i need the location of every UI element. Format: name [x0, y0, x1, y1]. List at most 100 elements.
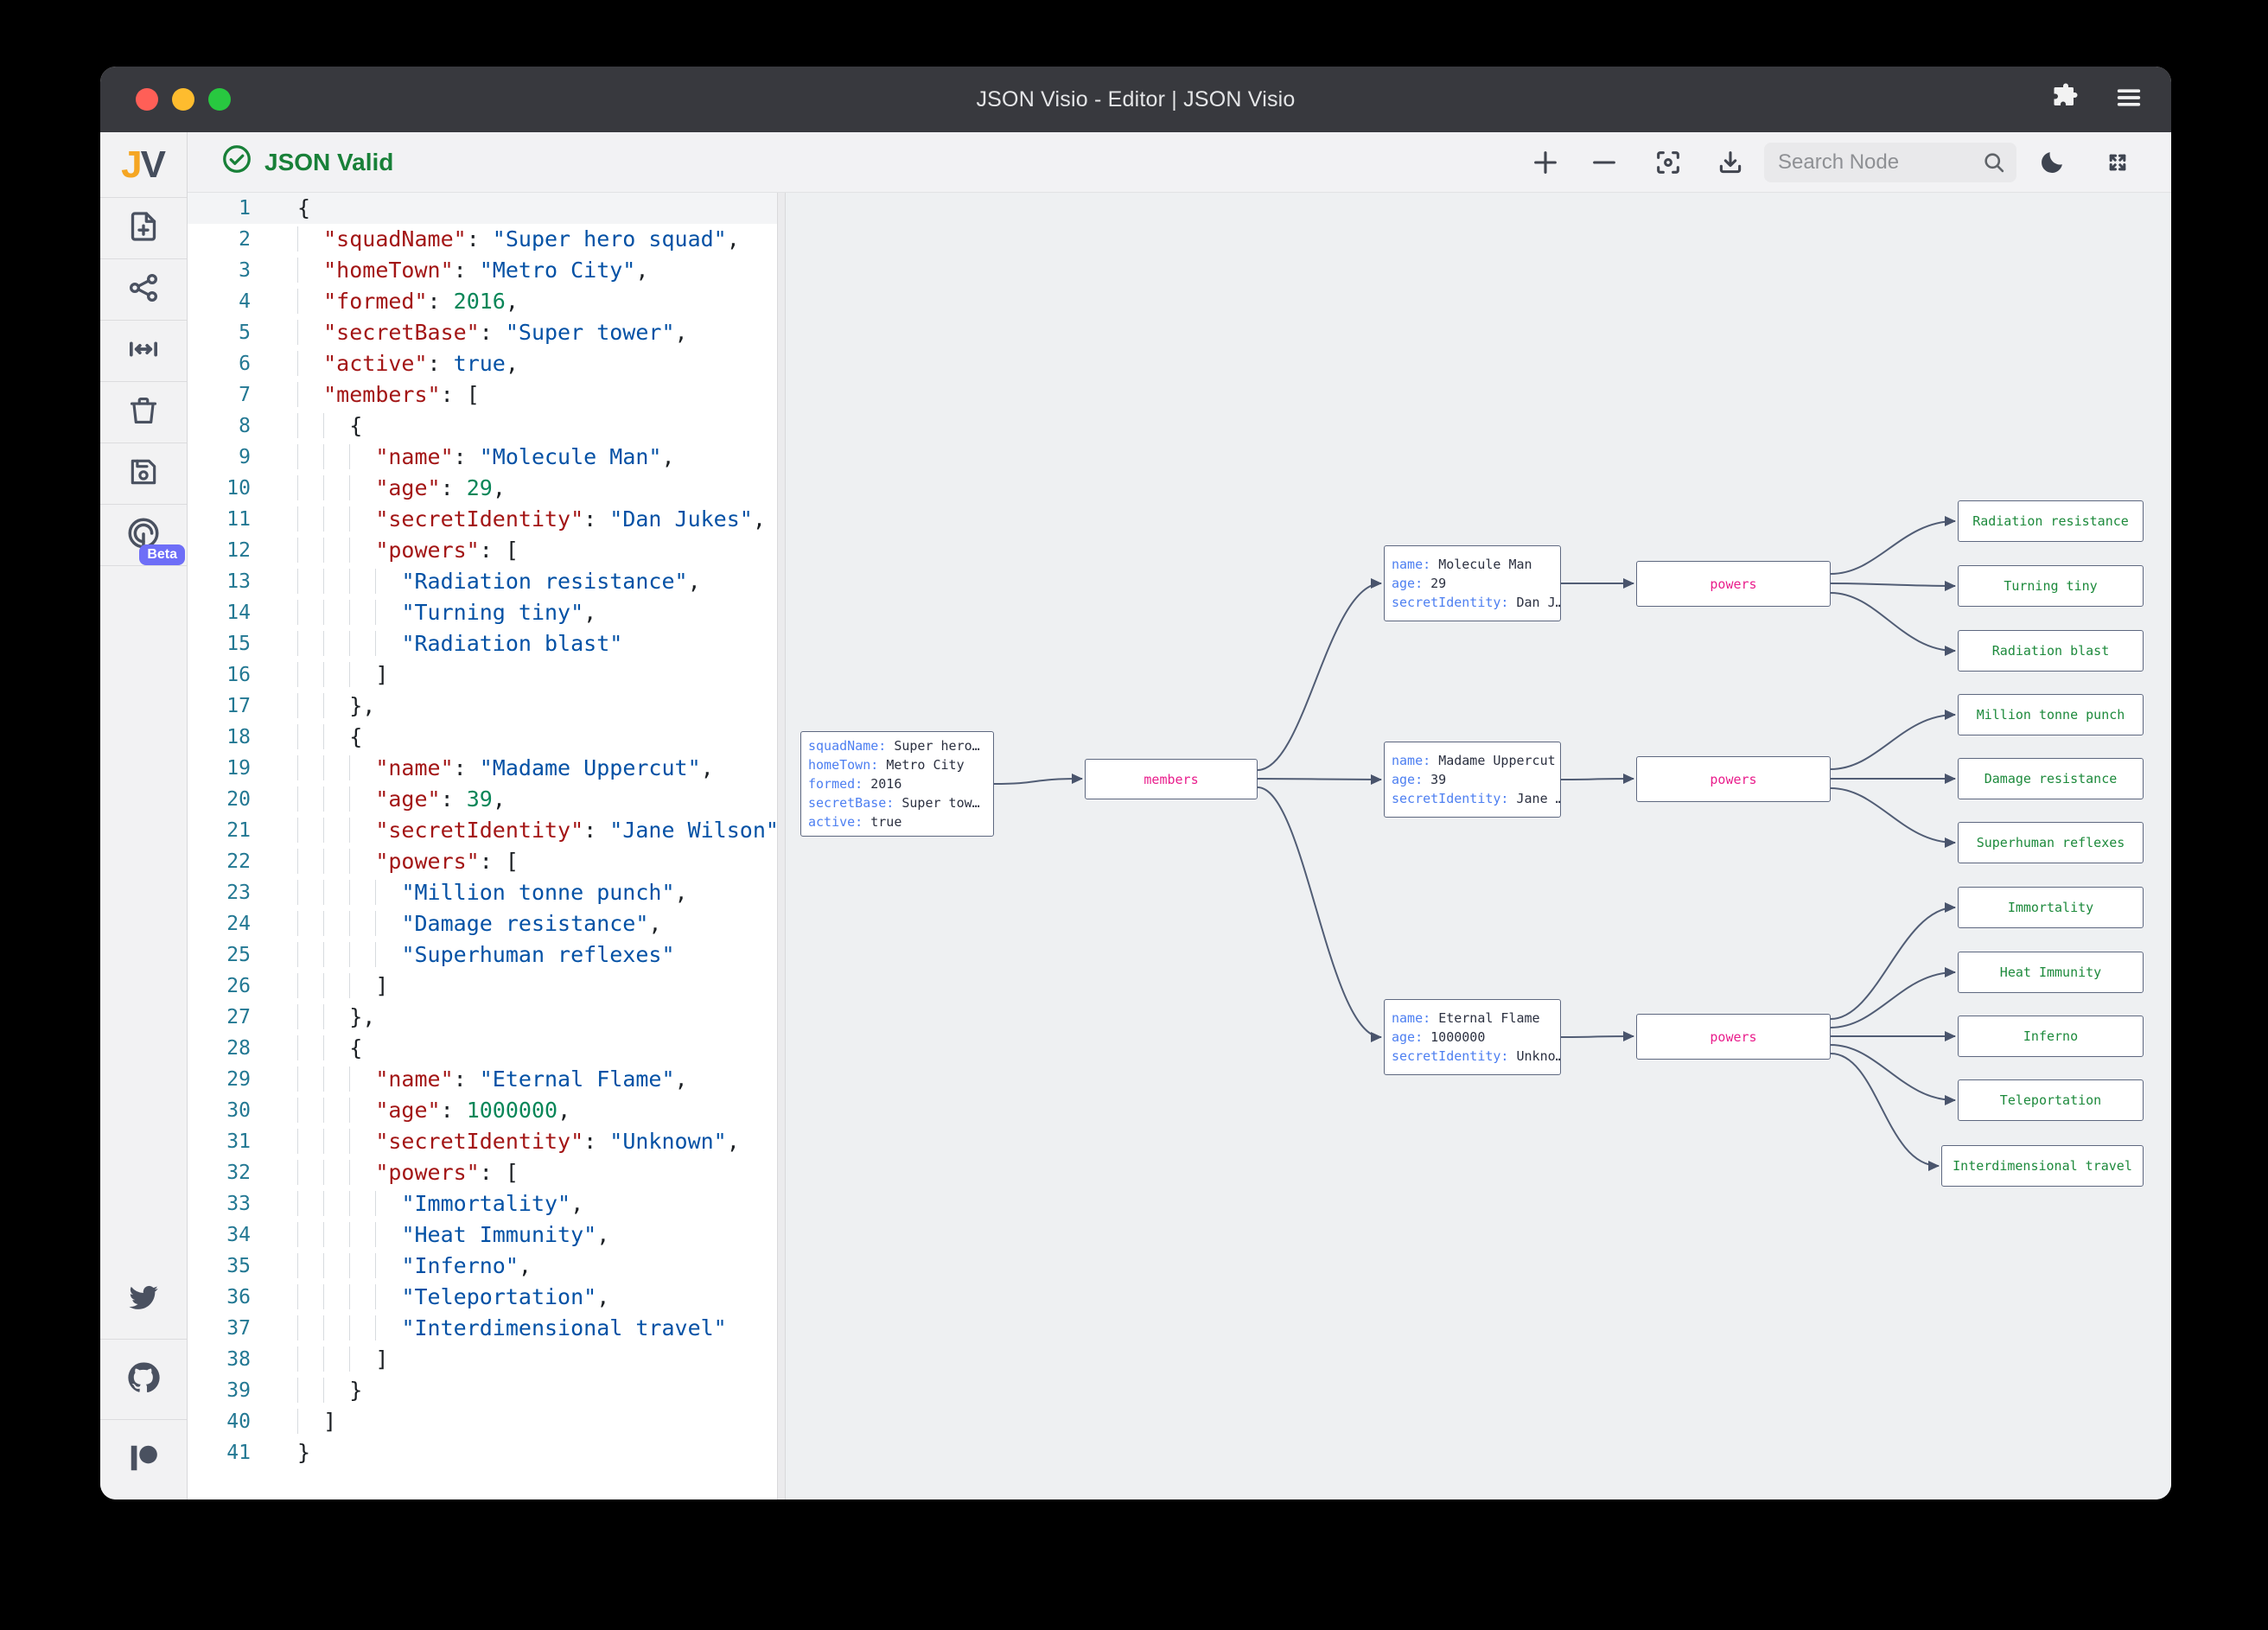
- code-line[interactable]: 17 },: [188, 691, 777, 722]
- search-node-input[interactable]: [1764, 142, 2016, 182]
- code-line[interactable]: 37 "Interdimensional travel": [188, 1313, 777, 1344]
- code-line[interactable]: 32 "powers": [: [188, 1157, 777, 1188]
- code-line[interactable]: 10 "age": 29,: [188, 473, 777, 504]
- sidebar-item-twitter[interactable]: [100, 1259, 187, 1339]
- sidebar-item-graph-view[interactable]: [100, 259, 187, 321]
- zoom-out-button[interactable]: [1590, 148, 1619, 177]
- graph-node-powers-2[interactable]: powers: [1636, 756, 1831, 802]
- graph-edge: [1830, 902, 1956, 1020]
- code-line[interactable]: 13 "Radiation resistance",: [188, 566, 777, 597]
- graph-canvas[interactable]: squadName: Super hero…homeTown: Metro Ci…: [786, 193, 2171, 1499]
- sidebar-item-github[interactable]: [100, 1339, 187, 1419]
- graph-node-leaf-million-tonne-punch[interactable]: Million tonne punch: [1958, 694, 2144, 735]
- code-line[interactable]: 34 "Heat Immunity",: [188, 1219, 777, 1251]
- sidebar-item-save[interactable]: [100, 443, 187, 505]
- code-line[interactable]: 39 }: [188, 1375, 777, 1406]
- graph-node-powers-3[interactable]: powers: [1636, 1014, 1831, 1060]
- graph-node-leaf-superhuman-reflexes[interactable]: Superhuman reflexes: [1958, 822, 2144, 863]
- graph-node-leaf-heat-immunity[interactable]: Heat Immunity: [1958, 952, 2144, 993]
- line-number: 37: [226, 1317, 251, 1340]
- code-line[interactable]: 9 "name": "Molecule Man",: [188, 442, 777, 473]
- code-line[interactable]: 23 "Million tonne punch",: [188, 877, 777, 908]
- code-line[interactable]: 27 },: [188, 1002, 777, 1033]
- panel-resize-handle[interactable]: [777, 193, 786, 1499]
- code-line[interactable]: 24 "Damage resistance",: [188, 908, 777, 939]
- graph-node-leaf-inferno[interactable]: Inferno: [1958, 1016, 2144, 1057]
- code-line[interactable]: 14 "Turning tiny",: [188, 597, 777, 628]
- dark-mode-toggle[interactable]: [2037, 148, 2067, 177]
- json-editor[interactable]: 1{2 "squadName": "Super hero squad",3 "h…: [188, 193, 777, 1499]
- line-number: 12: [226, 539, 251, 562]
- browser-menu-icon[interactable]: [2114, 83, 2144, 117]
- code-line[interactable]: 5 "secretBase": "Super tower",: [188, 317, 777, 348]
- code-line[interactable]: 11 "secretIdentity": "Dan Jukes",: [188, 504, 777, 535]
- graph-edge: [1830, 580, 1956, 591]
- zoom-window-button[interactable]: [208, 88, 231, 111]
- line-number: 32: [226, 1162, 251, 1184]
- code-line[interactable]: 26 ]: [188, 971, 777, 1002]
- code-line[interactable]: 31 "secretIdentity": "Unknown",: [188, 1126, 777, 1157]
- close-window-button[interactable]: [136, 88, 158, 111]
- code-line[interactable]: 19 "name": "Madame Uppercut",: [188, 753, 777, 784]
- zoom-in-button[interactable]: [1531, 148, 1560, 177]
- download-image-button[interactable]: [1716, 148, 1745, 177]
- graph-node-leaf-radiation-resistance[interactable]: Radiation resistance: [1958, 500, 2144, 542]
- code-line[interactable]: 7 "members": [: [188, 379, 777, 411]
- graph-node-leaf-teleportation[interactable]: Teleportation: [1958, 1079, 2144, 1121]
- graph-node-powers-1[interactable]: powers: [1636, 561, 1831, 607]
- line-number: 10: [226, 477, 251, 500]
- sidebar-item-api[interactable]: Beta: [100, 505, 187, 566]
- graph-node-leaf-radiation-blast[interactable]: Radiation blast: [1958, 630, 2144, 672]
- code-line[interactable]: 2 "squadName": "Super hero squad",: [188, 224, 777, 255]
- line-number: 23: [226, 882, 251, 904]
- minimize-window-button[interactable]: [172, 88, 194, 111]
- fullscreen-button[interactable]: [2103, 148, 2132, 177]
- code-line[interactable]: 28 {: [188, 1033, 777, 1064]
- sidebar-item-new-document[interactable]: [100, 198, 187, 259]
- extensions-puzzle-icon[interactable]: [2050, 82, 2081, 118]
- window-title: JSON Visio - Editor | JSON Visio: [976, 86, 1296, 111]
- graph-edge: [1560, 774, 1634, 785]
- graph-node-leaf-turning-tiny[interactable]: Turning tiny: [1958, 565, 2144, 607]
- code-line[interactable]: 35 "Inferno",: [188, 1251, 777, 1282]
- code-line[interactable]: 40 ]: [188, 1406, 777, 1437]
- graph-node-leaf-interdimensional-travel[interactable]: Interdimensional travel: [1941, 1145, 2144, 1187]
- code-line[interactable]: 25 "Superhuman reflexes": [188, 939, 777, 971]
- sidebar-item-expand-width[interactable]: [100, 321, 187, 382]
- code-line[interactable]: 29 "name": "Eternal Flame",: [188, 1064, 777, 1095]
- code-line[interactable]: 20 "age": 39,: [188, 784, 777, 815]
- graph-node-leaf-immortality[interactable]: Immortality: [1958, 887, 2144, 928]
- center-view-button[interactable]: [1653, 148, 1683, 177]
- graph-node-members[interactable]: members: [1085, 759, 1258, 799]
- graph-node-leaf-damage-resistance[interactable]: Damage resistance: [1958, 758, 2144, 799]
- code-line[interactable]: 36 "Teleportation",: [188, 1282, 777, 1313]
- line-number: 16: [226, 664, 251, 686]
- sidebar-item-patreon[interactable]: [100, 1419, 187, 1499]
- code-line[interactable]: 12 "powers": [: [188, 535, 777, 566]
- code-line[interactable]: 38 ]: [188, 1344, 777, 1375]
- line-number: 7: [239, 384, 251, 406]
- code-line[interactable]: 30 "age": 1000000,: [188, 1095, 777, 1126]
- line-number: 19: [226, 757, 251, 780]
- json-valid-status: JSON Valid: [221, 143, 393, 181]
- code-line[interactable]: 15 "Radiation blast": [188, 628, 777, 659]
- code-line[interactable]: 16 ]: [188, 659, 777, 691]
- code-line[interactable]: 1{: [188, 193, 777, 224]
- code-line[interactable]: 18 {: [188, 722, 777, 753]
- code-line[interactable]: 33 "Immortality",: [188, 1188, 777, 1219]
- graph-edge: [1257, 774, 1382, 785]
- code-line[interactable]: 6 "active": true,: [188, 348, 777, 379]
- graph-node-root[interactable]: squadName: Super hero…homeTown: Metro Ci…: [800, 731, 994, 837]
- code-line[interactable]: 8 {: [188, 411, 777, 442]
- code-lines: 1{2 "squadName": "Super hero squad",3 "h…: [188, 193, 777, 1468]
- code-line[interactable]: 21 "secretIdentity": "Jane Wilson",: [188, 815, 777, 846]
- code-line[interactable]: 3 "homeTown": "Metro City",: [188, 255, 777, 286]
- code-line[interactable]: 41}: [188, 1437, 777, 1468]
- code-line[interactable]: 22 "powers": [: [188, 846, 777, 877]
- sidebar-item-clear[interactable]: [100, 382, 187, 443]
- code-line[interactable]: 4 "formed": 2016,: [188, 286, 777, 317]
